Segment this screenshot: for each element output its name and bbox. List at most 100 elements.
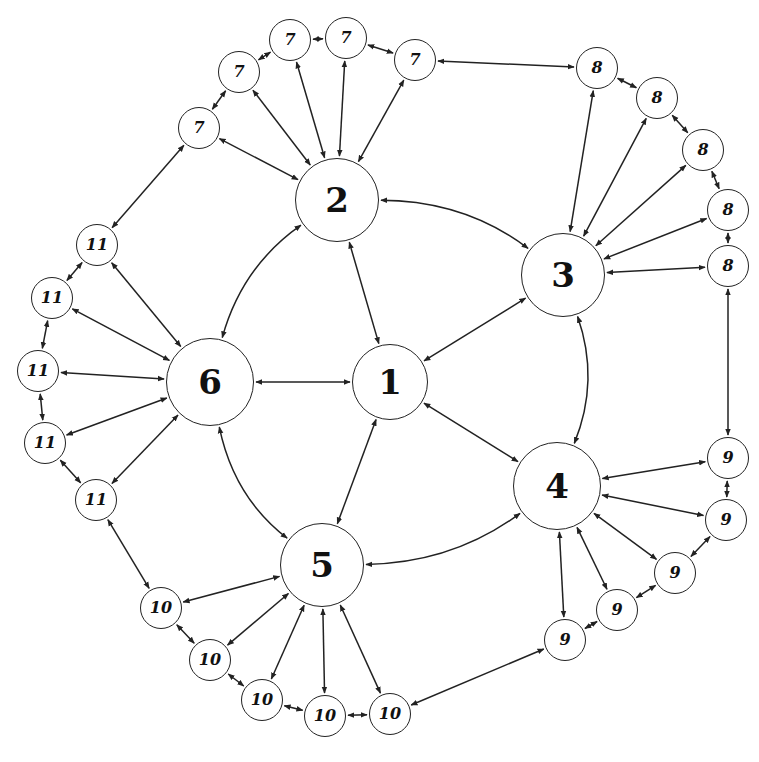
sub-circle: 9 [707, 437, 749, 479]
node-number: 9 [669, 565, 680, 581]
double-arrow [559, 532, 563, 617]
double-arrow [339, 61, 344, 156]
node-number: 1 [378, 365, 402, 399]
double-arrow [594, 513, 656, 559]
double-arrow [271, 605, 304, 679]
node-number: 10 [251, 692, 273, 708]
sub-circle: 8 [636, 77, 678, 119]
node-number: 8 [591, 60, 602, 76]
double-arrow [42, 321, 47, 349]
sub-circle: 11 [31, 277, 73, 319]
double-arrow [212, 91, 225, 110]
sub-circle: 8 [707, 245, 749, 287]
double-arrow [602, 462, 705, 479]
node-number: 11 [27, 363, 49, 379]
sub-circle: 7 [325, 17, 367, 59]
double-arrow [411, 649, 544, 705]
main-circle: 4 [513, 442, 601, 530]
node-number: 8 [697, 142, 708, 158]
double-arrow [424, 403, 518, 462]
double-arrow [219, 139, 298, 180]
double-arrow [337, 419, 376, 523]
double-arrow [381, 200, 528, 248]
node-number: 3 [551, 258, 575, 292]
node-number: 7 [284, 32, 295, 48]
double-arrow [438, 61, 574, 67]
double-arrow [672, 115, 688, 133]
node-number: 7 [340, 30, 351, 46]
node-number: 8 [651, 90, 662, 106]
double-arrow [574, 317, 588, 444]
node-number: 10 [379, 706, 401, 722]
double-arrow [72, 309, 169, 361]
double-arrow [183, 576, 279, 602]
double-arrow [323, 609, 325, 693]
main-circle: 5 [280, 523, 364, 607]
double-arrow [112, 415, 178, 483]
sub-circle: 10 [189, 639, 231, 681]
double-arrow [67, 263, 82, 281]
double-arrow [584, 118, 647, 236]
double-arrow [727, 289, 729, 435]
sub-circle: 7 [269, 19, 311, 61]
main-circle: 6 [166, 338, 254, 426]
double-arrow [296, 62, 324, 158]
node-number: 9 [559, 632, 570, 648]
double-arrow [108, 520, 149, 589]
node-number: 11 [34, 435, 56, 451]
node-number: 11 [85, 492, 107, 508]
node-number: 5 [310, 548, 334, 582]
double-arrow [112, 145, 184, 227]
node-number: 8 [722, 202, 733, 218]
node-number: 11 [41, 290, 63, 306]
node-number: 10 [150, 600, 172, 616]
sub-circle: 7 [218, 51, 260, 93]
sub-circle: 9 [654, 552, 696, 594]
double-arrow [349, 242, 379, 343]
sub-circle: 8 [576, 47, 618, 89]
node-number: 4 [545, 469, 569, 503]
sub-circle: 11 [75, 479, 117, 521]
double-arrow [604, 218, 707, 258]
node-number: 9 [722, 450, 733, 466]
double-arrow [40, 394, 43, 420]
double-arrow [222, 225, 301, 337]
double-arrow [67, 398, 167, 435]
sub-circle: 7 [178, 107, 220, 149]
double-arrow [313, 38, 323, 40]
double-arrow [570, 91, 593, 232]
double-arrow [726, 481, 728, 497]
node-number: 6 [198, 365, 222, 399]
double-arrow [596, 165, 686, 245]
sub-circle: 9 [596, 589, 638, 631]
sub-circle: 11 [76, 224, 118, 266]
sub-circle: 11 [17, 350, 59, 392]
sub-circle: 10 [241, 679, 283, 721]
double-arrow [727, 233, 729, 243]
double-arrow [60, 460, 80, 483]
sub-circle: 9 [544, 619, 586, 661]
node-number: 8 [722, 258, 733, 274]
double-arrow [358, 80, 403, 161]
double-arrow [256, 381, 350, 383]
double-arrow [712, 171, 719, 189]
double-arrow [253, 90, 310, 165]
node-number: 11 [86, 237, 108, 253]
double-arrow [177, 625, 194, 644]
main-circle: 2 [295, 158, 379, 242]
double-arrow [61, 372, 164, 379]
sub-circle: 8 [682, 129, 724, 171]
sub-circle: 8 [707, 189, 749, 231]
double-arrow [577, 527, 607, 589]
double-arrow [691, 537, 710, 557]
double-arrow [258, 52, 270, 60]
main-circle: 1 [352, 344, 428, 420]
double-arrow [366, 513, 520, 564]
node-number: 10 [199, 652, 221, 668]
double-arrow [219, 427, 287, 538]
double-arrow [340, 605, 380, 693]
sub-circle: 10 [304, 695, 346, 737]
node-number: 2 [325, 183, 349, 217]
double-arrow [618, 78, 637, 87]
double-arrow [424, 298, 526, 361]
